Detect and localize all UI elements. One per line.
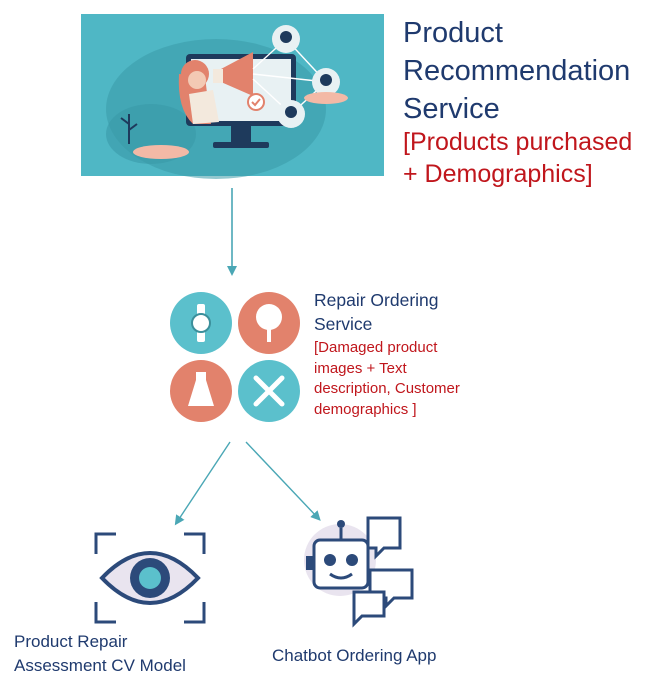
dress-icon [170,360,232,422]
cv-model-label: Product Repair Assessment CV Model [14,632,186,675]
recommendation-service-inputs: [Products purchased + Demographics] [403,128,633,188]
chatbot-label: Chatbot Ordering App [272,646,437,665]
arrow-to-chatbot [245,441,321,521]
megaphone-illustration [106,25,348,179]
recommendation-service-title: Product Recommendation Service [403,17,631,125]
repair-icon-cluster [170,292,300,422]
repair-service-title: Repair Ordering Service [314,290,439,334]
robot-icon [304,516,414,628]
watch-icon [170,292,232,354]
chat-bubbles-icon [352,516,414,628]
eye-icon [94,532,206,624]
arrow-to-cv-model [174,441,231,526]
tree-icon [238,292,300,354]
recommendation-illustration [81,14,384,179]
tools-icon [238,360,300,422]
repair-service-inputs: [Damaged product images + Text descripti… [314,339,460,418]
